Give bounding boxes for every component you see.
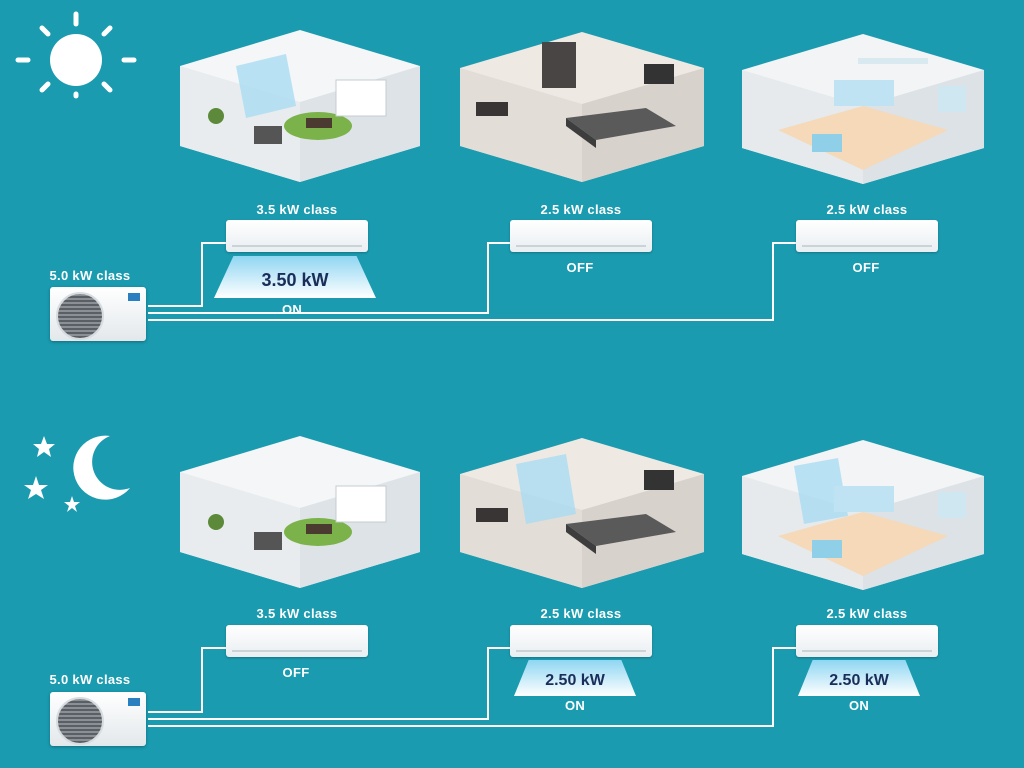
airflow-beam-1: 3.50 kW	[214, 256, 376, 298]
fan-icon	[56, 697, 104, 745]
brand-logo	[128, 698, 140, 706]
output-value-3: 2.50 kW	[829, 672, 889, 689]
indoor-unit-3-class: 2.5 kW class	[826, 606, 908, 621]
status-1: OFF	[282, 665, 310, 680]
fan-icon	[56, 292, 104, 340]
star-icon	[24, 476, 48, 499]
status-2: OFF	[566, 260, 594, 275]
living-room-illustration	[180, 436, 420, 588]
outdoor-unit-label: 5.0 kW class	[49, 672, 131, 687]
bedroom-illustration	[460, 32, 704, 182]
indoor-unit-3	[796, 625, 938, 657]
airflow-beam-2: 2.50 kW	[514, 660, 636, 696]
status-1: ON	[281, 302, 303, 317]
indoor-unit-2	[510, 625, 652, 657]
living-room-illustration	[180, 30, 420, 182]
output-value-1: 3.50 kW	[261, 270, 329, 290]
indoor-unit-3-class: 2.5 kW class	[826, 202, 908, 217]
star-icon	[64, 496, 80, 512]
status-3: OFF	[852, 260, 880, 275]
moon-icon	[24, 435, 130, 512]
airflow-beam-3: 2.50 kW	[798, 660, 920, 696]
sun-icon	[15, 11, 137, 99]
star-icon	[33, 436, 55, 457]
bedroom-illustration	[460, 438, 704, 588]
status-3: ON	[848, 698, 870, 713]
indoor-unit-3	[796, 220, 938, 252]
output-value-2: 2.50 kW	[545, 672, 605, 689]
indoor-unit-1-class: 3.5 kW class	[256, 606, 338, 621]
indoor-unit-1	[226, 625, 368, 657]
indoor-unit-1	[226, 220, 368, 252]
indoor-unit-1-class: 3.5 kW class	[256, 202, 338, 217]
status-2: ON	[564, 698, 586, 713]
outdoor-unit	[50, 692, 146, 746]
indoor-unit-2-class: 2.5 kW class	[540, 606, 622, 621]
indoor-unit-2-class: 2.5 kW class	[540, 202, 622, 217]
indoor-unit-2	[510, 220, 652, 252]
brand-logo	[128, 293, 140, 301]
outdoor-unit	[50, 287, 146, 341]
outdoor-unit-label: 5.0 kW class	[49, 268, 131, 283]
kids-room-illustration	[742, 440, 984, 590]
kids-room-illustration	[742, 34, 984, 184]
